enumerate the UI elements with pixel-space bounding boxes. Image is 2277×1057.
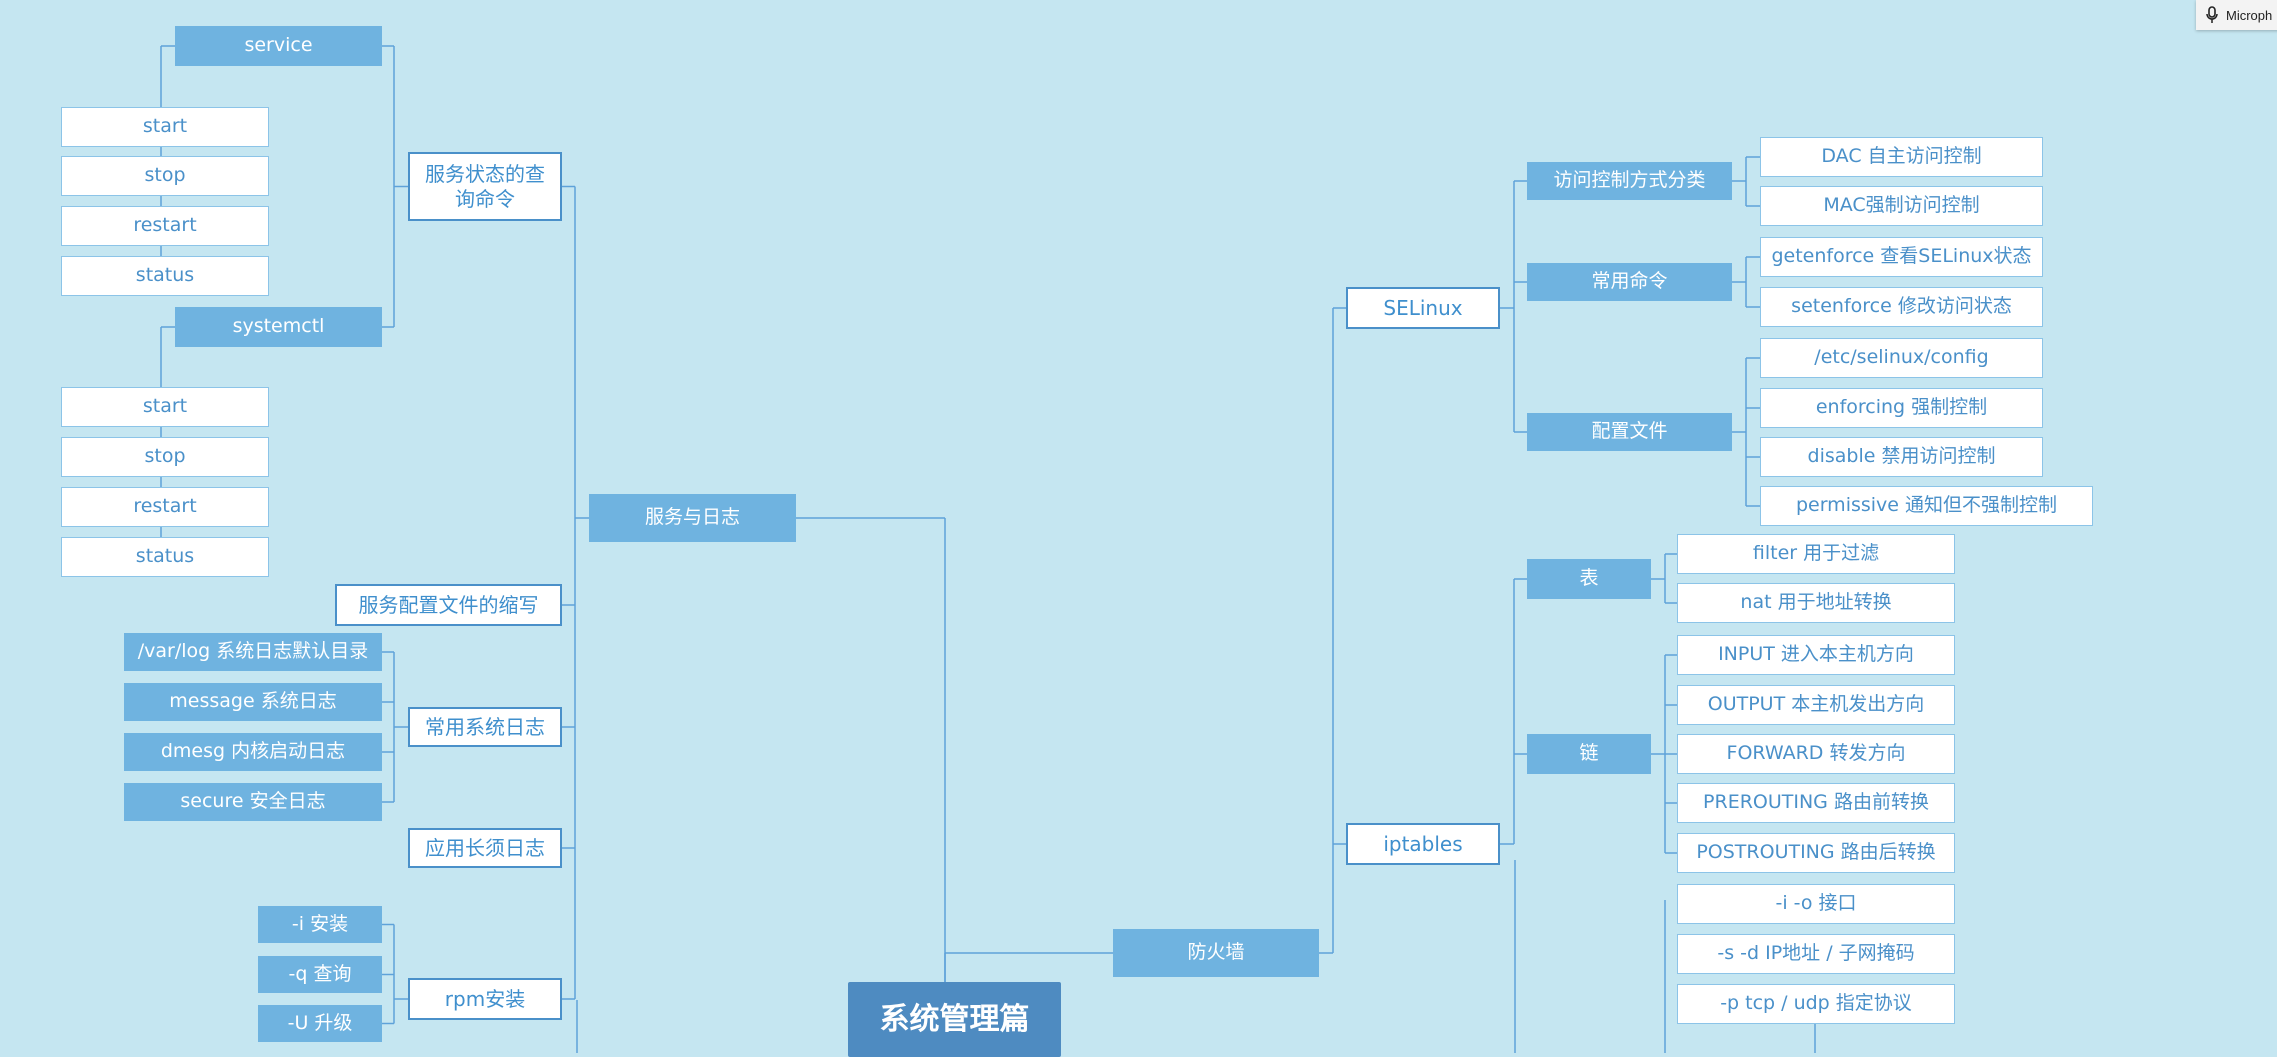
node-prerouting[interactable]: PREROUTING 路由前转换	[1677, 783, 1955, 823]
node-getenforce[interactable]: getenforce 查看SELinux状态	[1760, 237, 2043, 277]
node-filter[interactable]: filter 用于过滤	[1677, 534, 1955, 574]
node-common-cmd[interactable]: 常用命令	[1527, 263, 1732, 301]
node-forward[interactable]: FORWARD 转发方向	[1677, 734, 1955, 774]
node-svc-query[interactable]: 服务状态的查询命令	[408, 152, 562, 221]
node-svc-status[interactable]: status	[61, 256, 269, 296]
node-sys-start[interactable]: start	[61, 387, 269, 427]
node-dac[interactable]: DAC 自主访问控制	[1760, 137, 2043, 177]
central-topic[interactable]: 系统管理篇	[848, 982, 1061, 1057]
node-chain[interactable]: 链	[1527, 734, 1651, 774]
node-disable[interactable]: disable 禁用访问控制	[1760, 437, 2043, 477]
node-app-logs[interactable]: 应用长须日志	[408, 828, 562, 868]
microphone-label: Microph	[2226, 7, 2273, 23]
node-access-ctrl[interactable]: 访问控制方式分类	[1527, 162, 1732, 200]
node-log-varlog[interactable]: /var/log 系统日志默认目录	[124, 633, 382, 671]
node-sys-status[interactable]: status	[61, 537, 269, 577]
node-config-file[interactable]: 配置文件	[1527, 413, 1732, 451]
node-common-logs[interactable]: 常用系统日志	[408, 707, 562, 747]
node-table[interactable]: 表	[1527, 559, 1651, 599]
node-service[interactable]: service	[175, 26, 382, 66]
node-nat[interactable]: nat 用于地址转换	[1677, 583, 1955, 623]
node-setenforce[interactable]: setenforce 修改访问状态	[1760, 287, 2043, 327]
node-sys-stop[interactable]: stop	[61, 437, 269, 477]
node-rpm-i[interactable]: -i 安装	[258, 906, 382, 943]
node-opt-p[interactable]: -p tcp / udp 指定协议	[1677, 984, 1955, 1024]
node-sys-restart[interactable]: restart	[61, 487, 269, 527]
node-opt-io[interactable]: -i -o 接口	[1677, 884, 1955, 924]
node-mac[interactable]: MAC强制访问控制	[1760, 186, 2043, 226]
node-log-secure[interactable]: secure 安全日志	[124, 783, 382, 821]
microphone-indicator[interactable]: Microph	[2196, 0, 2277, 30]
node-svc-log[interactable]: 服务与日志	[589, 494, 796, 542]
node-iptables[interactable]: iptables	[1346, 823, 1500, 865]
node-output[interactable]: OUTPUT 本主机发出方向	[1677, 685, 1955, 725]
node-rpm-u[interactable]: -U 升级	[258, 1005, 382, 1042]
microphone-icon	[2206, 6, 2218, 23]
node-opt-sd[interactable]: -s -d IP地址 / 子网掩码	[1677, 934, 1955, 974]
node-rpm[interactable]: rpm安装	[408, 978, 562, 1020]
node-selinux[interactable]: SELinux	[1346, 287, 1500, 329]
node-firewall[interactable]: 防火墙	[1113, 929, 1319, 977]
node-systemctl[interactable]: systemctl	[175, 307, 382, 347]
node-selinux-config[interactable]: /etc/selinux/config	[1760, 338, 2043, 378]
node-svc-conf[interactable]: 服务配置文件的缩写	[335, 584, 562, 626]
node-permissive[interactable]: permissive 通知但不强制控制	[1760, 486, 2093, 526]
node-enforcing[interactable]: enforcing 强制控制	[1760, 388, 2043, 428]
node-svc-restart[interactable]: restart	[61, 206, 269, 246]
node-input[interactable]: INPUT 进入本主机方向	[1677, 635, 1955, 675]
node-log-message[interactable]: message 系统日志	[124, 683, 382, 721]
node-log-dmesg[interactable]: dmesg 内核启动日志	[124, 733, 382, 771]
node-svc-start[interactable]: start	[61, 107, 269, 147]
node-postrouting[interactable]: POSTROUTING 路由后转换	[1677, 833, 1955, 873]
node-rpm-q[interactable]: -q 查询	[258, 956, 382, 993]
node-svc-stop[interactable]: stop	[61, 156, 269, 196]
